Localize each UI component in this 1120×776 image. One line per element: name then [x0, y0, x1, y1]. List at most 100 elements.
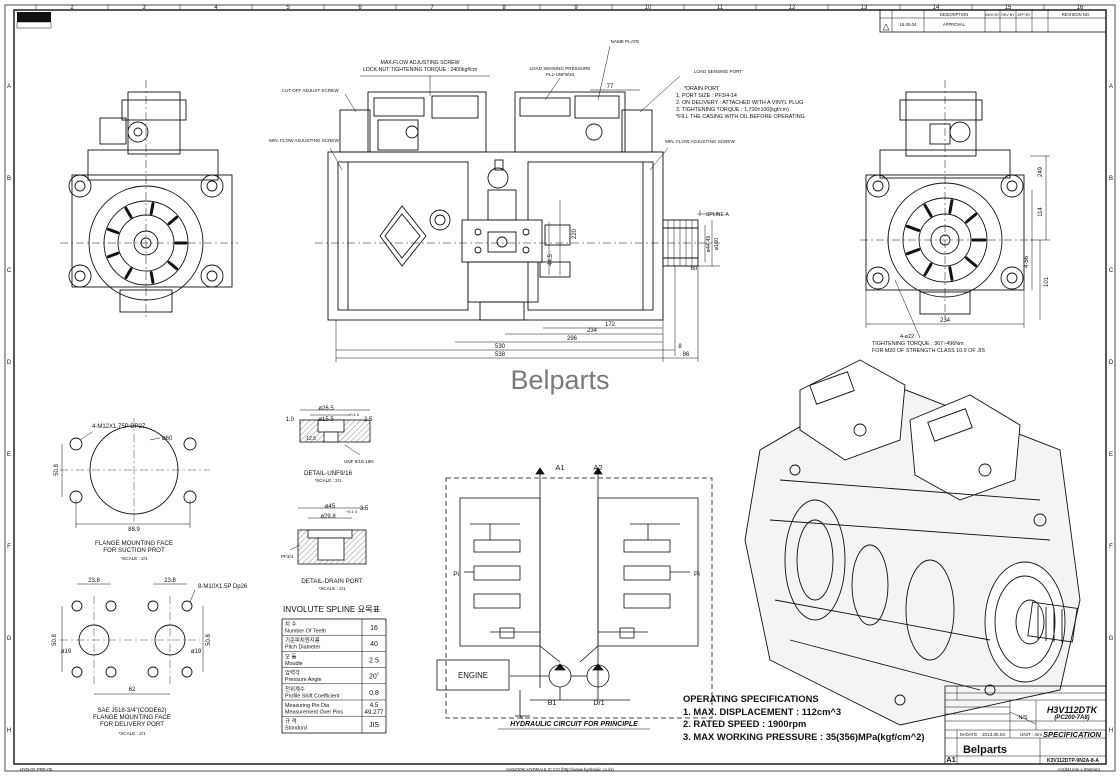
spline-row-en: Stondord	[285, 726, 307, 732]
port-a2: A2	[593, 463, 602, 472]
port-a1: A1	[555, 463, 564, 472]
delivery-dim-v2: 50.8	[206, 634, 212, 646]
rib	[964, 212, 978, 224]
grid-letter: A	[1109, 84, 1113, 90]
operating-specs-title: OPERATING SPECIFICATIONS	[683, 693, 819, 704]
grid-number: 3	[142, 5, 146, 11]
grid-letter: H	[7, 728, 11, 734]
pump-left-end-view	[60, 80, 238, 320]
unf-d2: ø15.5	[318, 417, 334, 423]
note-load-sensing-pressure: LOAD SENSING PRESSURE	[529, 66, 590, 71]
rib	[167, 260, 179, 271]
port-b1: B1	[548, 700, 557, 707]
unf-tol: +0.1 0	[348, 412, 360, 417]
detail-unf-drawing	[299, 409, 371, 456]
footer-left: HYB-02-PRE-05	[20, 767, 53, 772]
revision-dwg-by-label: DWG BY	[985, 13, 1000, 17]
revision-description-label: DESCRIPTION	[940, 12, 969, 17]
spline-row-ko: 규 격	[285, 718, 296, 725]
corner-stamp	[16, 12, 52, 29]
revision-approval-label: APPROVAL	[943, 22, 966, 27]
grid-letter: F	[1109, 544, 1113, 550]
spline-row-ko: 전위계수	[285, 685, 305, 693]
note-drain-3: 3. TIGHTENING TORQUE : 1,700±100(kgf/cm)	[676, 107, 789, 113]
rib	[905, 248, 921, 256]
hydraulic-caption: HYDRAULIC CIRCUIT FOR PRINCIPLE	[510, 721, 638, 728]
rib	[964, 256, 978, 268]
spline-row-value: JIS	[369, 722, 379, 729]
suction-dia: ø60	[162, 436, 173, 442]
pi-right: Pi	[694, 571, 700, 578]
spline-row-en: Measurement Over Pins	[285, 710, 343, 716]
delivery-dim-h: 62	[129, 687, 136, 693]
delivery-dim-v1: 50.8	[52, 634, 58, 646]
spline-row-ko: 압력각	[285, 669, 300, 677]
sheet-border	[4, 4, 1116, 772]
rib	[124, 267, 133, 280]
unf-title: DETAIL-UNF9/16	[304, 470, 353, 477]
grid-number: 15	[1005, 5, 1012, 11]
spline-row-en: Number Of Teeth	[285, 629, 326, 635]
delivery-dia1: ø19	[61, 649, 72, 655]
title-block-brand: Belparts	[963, 744, 1007, 756]
grid-letter: C	[1109, 268, 1114, 274]
front-view-notes: MAX.FLOW ADJUSTING SCREW LOCK-NUT TIGHTE…	[269, 39, 805, 218]
spline-row-en: Profile Shift Coefficient	[285, 693, 340, 699]
dim-530: 530	[495, 344, 506, 350]
drawing-number: K3V112DTP-9N2A-8-A	[1047, 758, 1099, 764]
hydraulic-circuit	[436, 467, 713, 720]
footer-right: A1(841mm x 594mm)	[1058, 767, 1101, 772]
note-min-flow-right: MIN. FLOW ADJUSTING SCREW	[665, 139, 735, 144]
spline-row-ko: 모 듈	[285, 653, 296, 660]
note-cutoff: CUT-OFF ADJUST SCREW	[281, 88, 339, 93]
grid-number: 8	[502, 5, 506, 11]
rib	[124, 206, 133, 219]
rib	[149, 202, 155, 215]
unf-d5: 12.5	[306, 436, 316, 442]
dim-77: 77	[607, 84, 614, 90]
grid-number: 7	[430, 5, 434, 11]
title-block	[944, 685, 1107, 765]
date-value: 2013.05.04	[982, 732, 1005, 737]
front-view-dim-labels: 77 172 234 296 530 538 8 86 220 44.5 60 …	[495, 84, 720, 358]
note-spline: SPLINE-A	[706, 212, 729, 218]
spline-row-value: 40	[370, 641, 378, 648]
front-view-dimensions	[329, 45, 720, 362]
dim-172: 172	[605, 322, 616, 328]
date-label: M-DATE	[960, 732, 977, 737]
spline-table-title: INVOLUTE SPLINE 요목표	[283, 605, 381, 614]
pump-front-view	[315, 91, 720, 321]
suction-flange-labels: 4-M12X1.75P DP27 ø60 50.8 88.9 FLANGE MO…	[54, 424, 173, 561]
operating-spec-displacement: 1. MAX. DISPLACEMENT : 112cm^3	[683, 705, 842, 717]
grid-letter: H	[1109, 728, 1113, 734]
detail-drain-drawing	[289, 507, 367, 565]
footer: HYB-02-PRE-05 HANOOK HYDRAULIC CO.(http:…	[20, 767, 1101, 772]
dim-234: 234	[587, 328, 598, 334]
grid-number: 9	[574, 5, 578, 11]
note-load-sensing-port: LOAD SENSING PORT	[694, 69, 743, 74]
spline-row-value: 20˚	[369, 673, 379, 681]
spline-row-value: 4.5	[370, 702, 379, 709]
dim-4-56: 4-56	[1024, 255, 1030, 268]
title-block-labels: H3V112DTK (PC200-7A8) SPECIFICATION N/S …	[946, 705, 1101, 764]
suction-dim-h: 88.9	[128, 527, 140, 533]
note-min-flow-left: MIN. FLOW ADJUSTING SCREW	[269, 138, 339, 143]
note-drain-4: *FILL THE CASING WITH OIL BEFORE OPERATI…	[676, 114, 805, 120]
drain-title: DETAIL-DRAIN PORT	[301, 578, 363, 585]
dim-220: 220	[572, 228, 578, 239]
drain-d3: 3.5	[360, 506, 369, 512]
rib	[923, 203, 933, 218]
drain-tol: +0.1 0	[346, 509, 358, 514]
grid-letter: G	[1109, 636, 1114, 642]
suction-flange-face	[60, 418, 210, 528]
revision-no-label: REVISION NO.	[1062, 12, 1091, 17]
pump-right-end-view	[860, 80, 1050, 339]
suction-dim-v: 50.8	[54, 464, 60, 476]
operating-spec-speed: 2. RATED SPEED : 1900rpm	[683, 718, 807, 729]
grid-letter: D	[1109, 360, 1114, 366]
right-view-labels: 249 114 4-56 101 234 4-ø22 TIGHTENING TO…	[872, 166, 1050, 354]
note-name-plate: NAME PLATE	[611, 39, 640, 44]
drain-scale: *SCALE : 2/1	[318, 586, 346, 591]
